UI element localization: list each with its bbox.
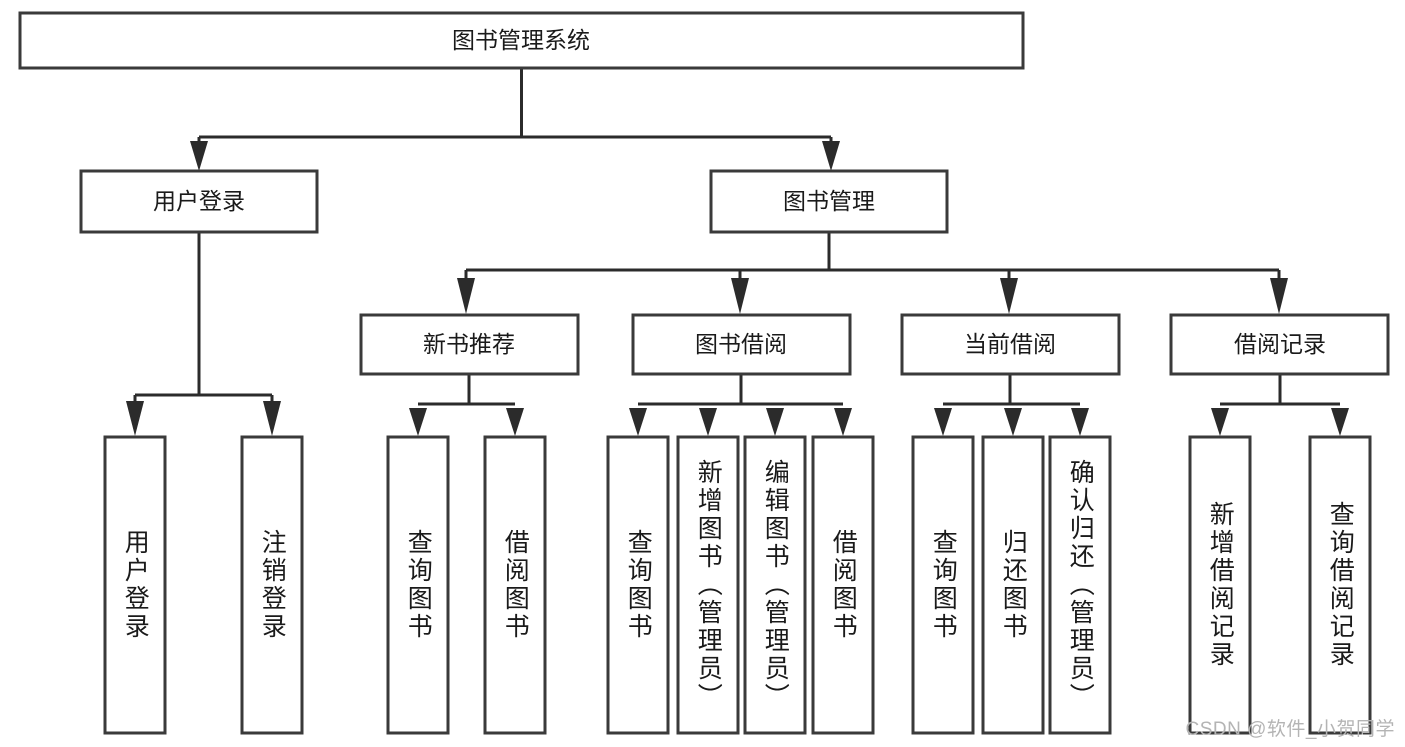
connector-group-borrowrecord: [1211, 374, 1349, 436]
arrowhead-leaf-add-borrow-record: [1211, 408, 1229, 436]
node-current-borrow-label: 当前借阅: [964, 331, 1056, 357]
node-leaf-add-borrow-record-box[interactable]: [1188, 435, 1252, 735]
arrowhead-leaf-return-book: [1004, 408, 1022, 436]
node-leaf-query-book-current-box[interactable]: [911, 435, 975, 735]
connector-group-userlogin: [126, 232, 281, 436]
node-book-management-box[interactable]: [709, 169, 949, 234]
node-book-borrow[interactable]: 图书借阅: [631, 313, 852, 376]
node-leaf-logout-box[interactable]: [240, 435, 304, 735]
node-leaf-query-book-new-box[interactable]: [386, 435, 450, 735]
node-book-management-label: 图书管理: [783, 188, 875, 214]
node-leaf-query-borrow-record-box[interactable]: [1308, 435, 1372, 735]
node-leaf-add-book-admin-box[interactable]: [676, 435, 740, 735]
leaf-boxes: [103, 435, 1372, 735]
arrowhead-bookborrow: [731, 278, 749, 314]
node-leaf-query-book-borrow-box[interactable]: [606, 435, 670, 735]
connector-group-bookmgmt: [457, 232, 1288, 314]
node-book-management[interactable]: 图书管理: [709, 169, 949, 234]
arrowhead-leaf-query-book-new: [409, 408, 427, 436]
arrowhead-leaf-edit-book-admin: [766, 408, 784, 436]
node-new-book-recommend-box[interactable]: [359, 313, 580, 376]
arrowhead-leaf-query-book-current: [934, 408, 952, 436]
arrowhead-newbook: [457, 278, 475, 314]
node-current-borrow[interactable]: 当前借阅: [900, 313, 1121, 376]
node-user-login[interactable]: 用户登录: [79, 169, 319, 234]
arrowhead-bookmgmt: [822, 141, 840, 171]
node-book-borrow-box[interactable]: [631, 313, 852, 376]
arrowhead-leaf-borrow-book-new: [506, 408, 524, 436]
arrowhead-borrowrecord: [1270, 278, 1288, 314]
node-leaf-confirm-return-admin-box[interactable]: [1048, 435, 1112, 735]
arrowhead-leaf-query-book-borrow: [629, 408, 647, 436]
arrowhead-leaf-user-login: [126, 401, 144, 436]
node-new-book-recommend-label: 新书推荐: [423, 331, 515, 357]
node-user-login-box[interactable]: [79, 169, 319, 234]
node-leaf-borrow-book-box[interactable]: [811, 435, 875, 735]
node-borrow-record-label: 借阅记录: [1234, 331, 1326, 357]
arrowhead-leaf-borrow-book: [834, 408, 852, 436]
node-leaf-user-login-box[interactable]: [103, 435, 167, 735]
node-root-box[interactable]: [18, 11, 1025, 70]
node-new-book-recommend[interactable]: 新书推荐: [359, 313, 580, 376]
connector-group-bookborrow: [629, 374, 852, 436]
node-current-borrow-box[interactable]: [900, 313, 1121, 376]
arrowhead-currentborrow: [1000, 278, 1018, 314]
arrowhead-leaf-logout: [263, 401, 281, 436]
node-root-label: 图书管理系统: [452, 27, 590, 53]
connector-group-root: [190, 68, 840, 171]
arrowhead-leaf-confirm-return-admin: [1071, 408, 1089, 436]
node-borrow-record[interactable]: 借阅记录: [1169, 313, 1390, 376]
arrowhead-leaf-add-book-admin: [699, 408, 717, 436]
node-borrow-record-box[interactable]: [1169, 313, 1390, 376]
node-root[interactable]: 图书管理系统: [18, 11, 1025, 70]
arrowhead-userlogin: [190, 141, 208, 171]
node-leaf-edit-book-admin-box[interactable]: [743, 435, 807, 735]
connector-group-currentborrow: [934, 374, 1089, 436]
csdn-watermark: CSDN @软件_小贺同学: [1185, 719, 1395, 740]
node-book-borrow-label: 图书借阅: [695, 331, 787, 357]
connector-group-newbook: [409, 374, 524, 436]
node-leaf-borrow-book-new-box[interactable]: [483, 435, 547, 735]
node-leaf-return-book-box[interactable]: [981, 435, 1045, 735]
arrowhead-leaf-query-borrow-record: [1331, 408, 1349, 436]
node-user-login-label: 用户登录: [153, 188, 245, 214]
